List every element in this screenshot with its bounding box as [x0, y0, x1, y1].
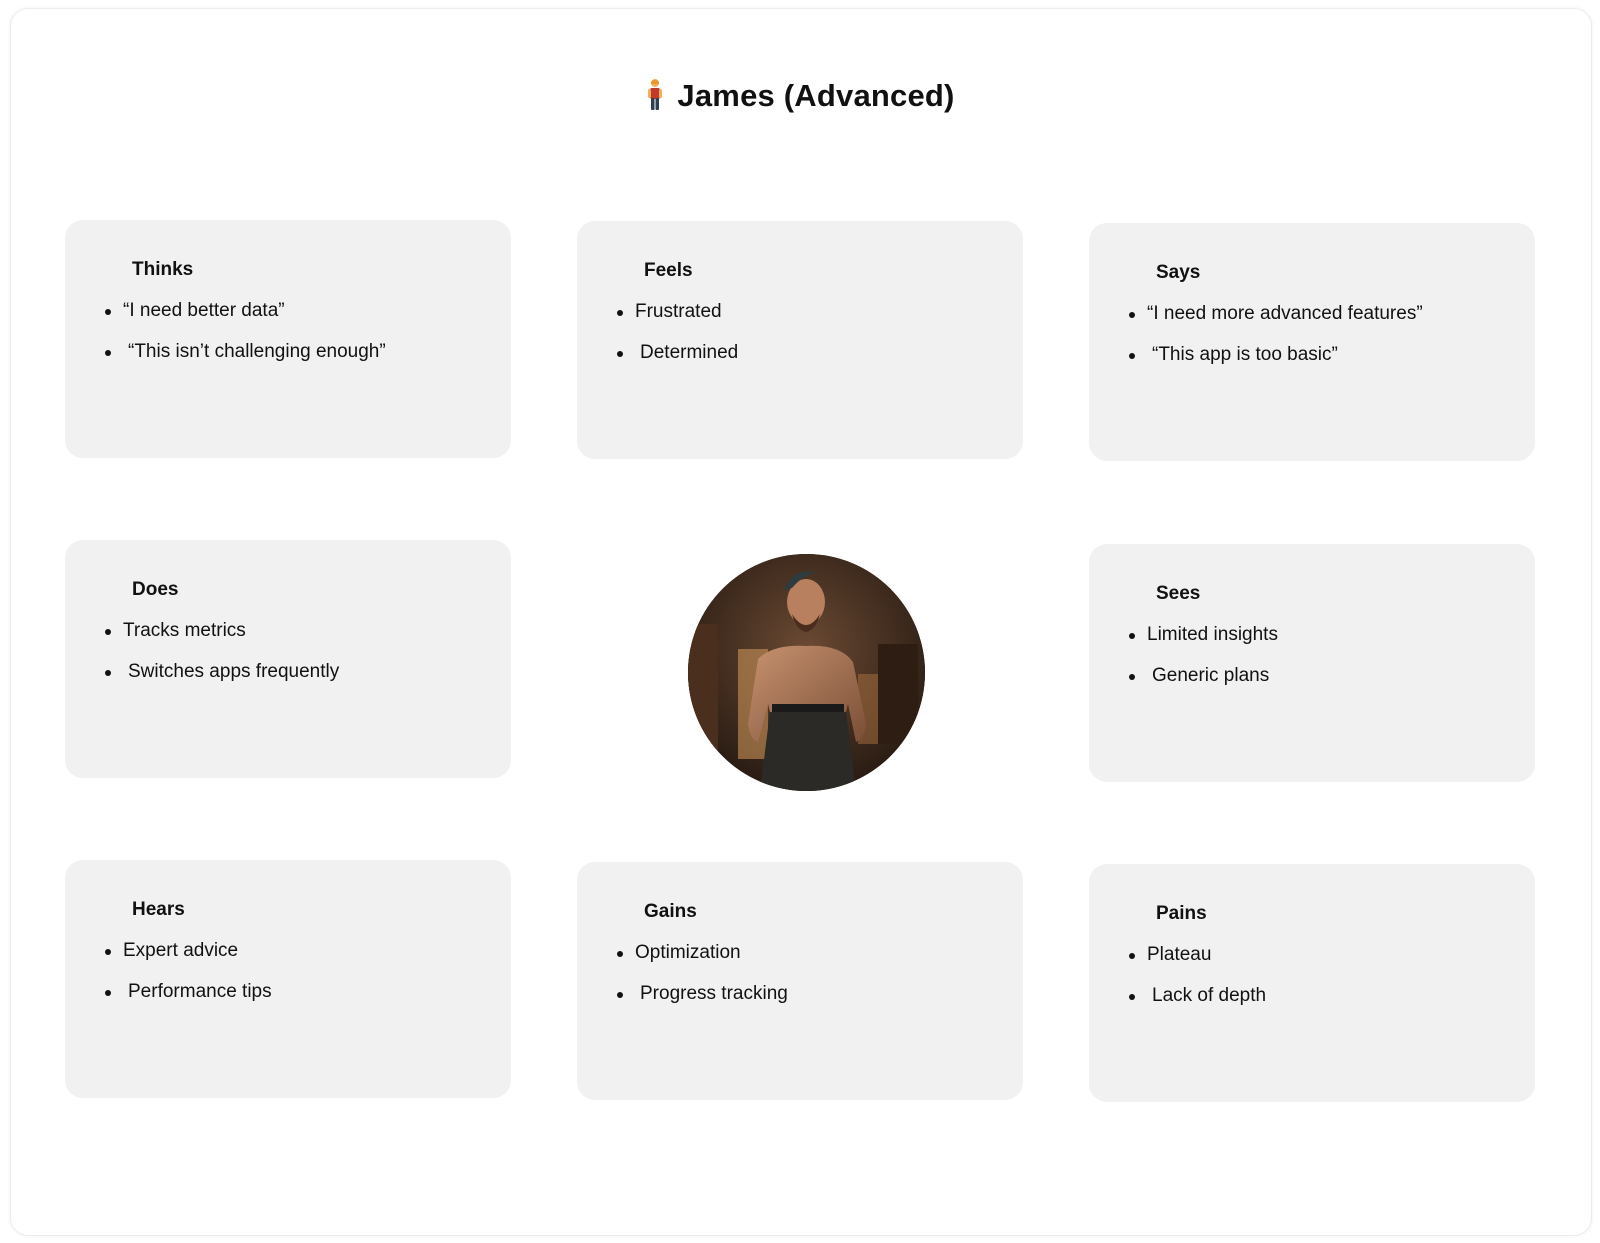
card-title: Does — [132, 579, 179, 600]
list-item: “This isn’t challenging enough” — [105, 340, 386, 364]
card-title: Hears — [132, 899, 185, 920]
card-sees: Sees Limited insights Generic plans — [1089, 544, 1535, 782]
list-item: Performance tips — [105, 980, 272, 1004]
card-title: Pains — [1156, 903, 1207, 924]
card-title: Sees — [1156, 583, 1201, 604]
card-title: Says — [1156, 262, 1201, 283]
card-list: Plateau Lack of depth — [1128, 943, 1266, 1025]
card-hears: Hears Expert advice Performance tips — [65, 860, 511, 1098]
list-item: Progress tracking — [617, 982, 788, 1006]
list-item: Switches apps frequently — [104, 660, 339, 684]
card-feels: Feels Frustrated Determined — [577, 221, 1023, 459]
card-does: Does Tracks metrics Switches apps freque… — [65, 540, 511, 778]
list-item: Tracks metrics — [104, 619, 339, 643]
card-list: Tracks metrics Switches apps frequently — [104, 619, 339, 701]
card-list: “I need better data” “This isn’t challen… — [105, 299, 386, 381]
person-standing-icon — [648, 78, 663, 110]
list-item: “This app is too basic” — [1129, 343, 1423, 367]
card-thinks: Thinks “I need better data” “This isn’t … — [65, 220, 511, 458]
card-list: Expert advice Performance tips — [105, 939, 272, 1021]
card-says: Says “I need more advanced features” “Th… — [1089, 223, 1535, 461]
card-list: Frustrated Determined — [616, 300, 738, 382]
card-title: Thinks — [132, 259, 194, 280]
card-title: Feels — [644, 260, 693, 281]
list-item: Frustrated — [616, 300, 738, 324]
list-item: “I need better data” — [105, 299, 386, 323]
list-item: Optimization — [617, 941, 788, 965]
card-pains: Pains Plateau Lack of depth — [1089, 864, 1535, 1102]
list-item: Limited insights — [1129, 624, 1278, 645]
card-title: Gains — [644, 901, 697, 922]
persona-title: James (Advanced) — [677, 78, 955, 113]
list-item: Lack of depth — [1128, 984, 1266, 1008]
list-item: Generic plans — [1129, 664, 1278, 688]
list-item: Expert advice — [105, 939, 272, 963]
list-item: Determined — [616, 341, 738, 365]
persona-photo — [688, 554, 925, 791]
persona-avatar — [688, 554, 925, 791]
card-list: “I need more advanced features” “This ap… — [1129, 302, 1423, 384]
list-item: Plateau — [1128, 943, 1266, 967]
card-list: Limited insights Generic plans — [1129, 623, 1278, 705]
persona-header: James (Advanced) — [0, 78, 1600, 115]
list-item: “I need more advanced features” — [1129, 303, 1423, 324]
card-gains: Gains Optimization Progress tracking — [577, 862, 1023, 1100]
card-list: Optimization Progress tracking — [617, 941, 788, 1023]
